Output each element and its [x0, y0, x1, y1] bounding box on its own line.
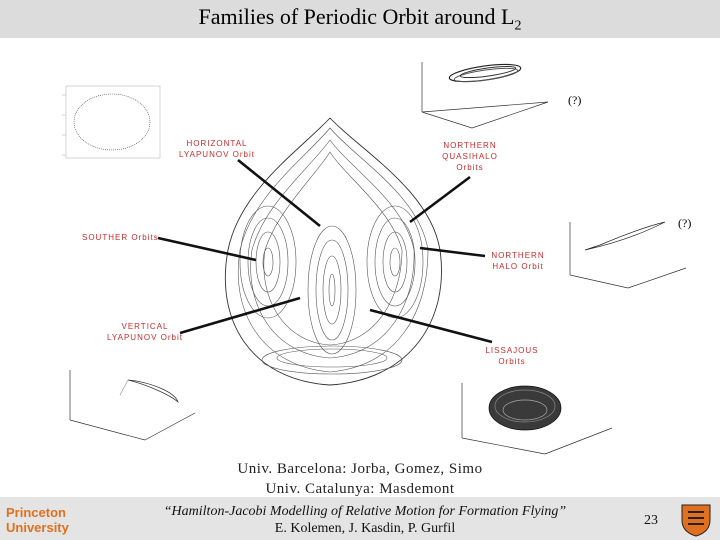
footer-bar [0, 497, 720, 540]
question-right: (?) [678, 216, 692, 230]
question-top: (?) [568, 93, 582, 107]
footer-text: “Hamilton-Jacobi Modelling of Relative M… [163, 504, 567, 536]
inset-northern-halo [569, 221, 687, 289]
princeton-shield-icon [681, 504, 711, 537]
inset-quasihalo [421, 62, 549, 129]
main-orbit-family [224, 117, 442, 386]
label-souther-orbits: SOUTHER Orbits [82, 233, 159, 242]
pointer-lines [157, 158, 493, 344]
slide-title: Families of Periodic Orbit around L2 [198, 4, 522, 34]
page-number: 23 [644, 513, 658, 528]
inset-horizontal-lyapunov [62, 85, 161, 159]
inset-vertical-lyapunov [69, 370, 196, 441]
title-bar [0, 0, 720, 38]
inset-lissajous [461, 383, 613, 455]
